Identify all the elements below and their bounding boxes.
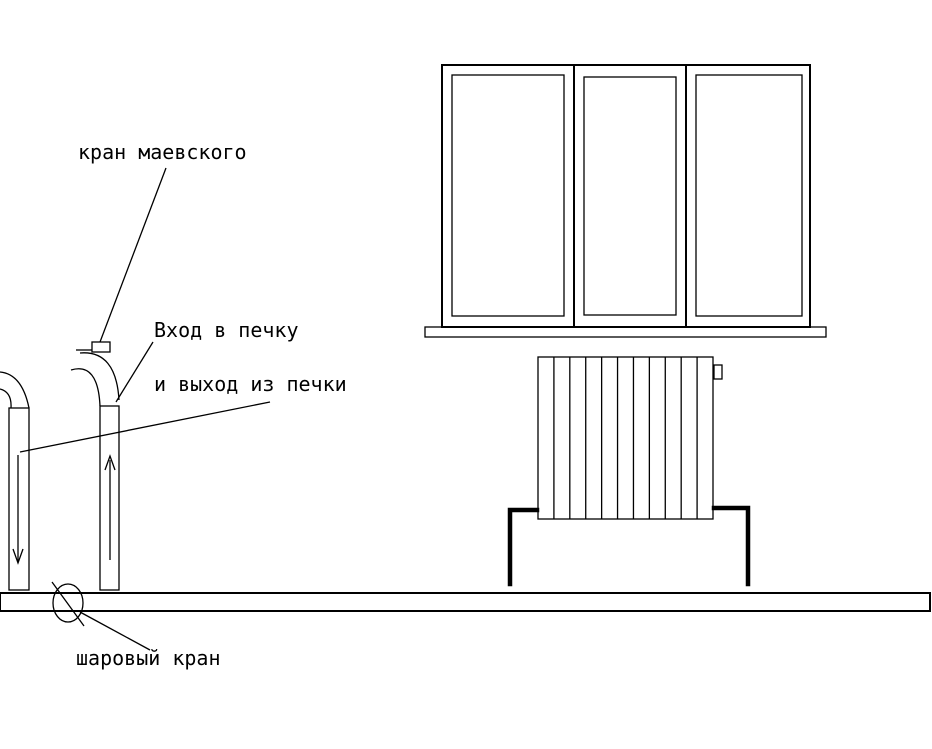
leader-outlet [19, 401, 271, 453]
ball-valve-handle [51, 581, 85, 627]
window-outer-frame [441, 64, 811, 328]
riser-outlet-bend [0, 371, 30, 409]
label-stove-outlet: и выход из печки [154, 372, 347, 396]
riser-inlet-bend-inner [70, 368, 101, 407]
radiator-air-vent [713, 364, 723, 380]
floor-pipe [0, 592, 931, 612]
radiator-body [537, 356, 714, 520]
ball-valve-icon [51, 581, 85, 627]
riser-outlet [0, 371, 30, 591]
leader-inlet [115, 341, 154, 403]
down-arrow-head [12, 548, 24, 565]
radiator-pipe-right [711, 505, 751, 587]
ball-valve-body [52, 583, 84, 623]
radiator-fins [553, 357, 698, 519]
window-pane-left [451, 74, 565, 317]
riser-inlet-bend [79, 352, 120, 401]
riser-inlet [70, 341, 120, 591]
radiator-pipe-left [507, 507, 540, 587]
mayevsky-valve-icon [91, 341, 111, 353]
radiator [507, 356, 751, 587]
riser-outlet-bend-inner [0, 388, 12, 409]
up-arrow-head [104, 454, 116, 471]
leader-ball-valve [79, 611, 151, 651]
label-mayevsky-valve: кран маевского [78, 140, 247, 164]
label-stove-inlet: Вход в печку [154, 318, 299, 342]
window-sill [424, 326, 827, 338]
window [424, 64, 827, 338]
leader-mayevsky [99, 167, 167, 343]
window-pane-middle [583, 76, 677, 316]
window-pane-right [695, 74, 803, 317]
riser-inlet-pipe [99, 405, 120, 591]
label-ball-valve: шаровый кран [76, 646, 221, 670]
riser-outlet-pipe [8, 407, 30, 591]
